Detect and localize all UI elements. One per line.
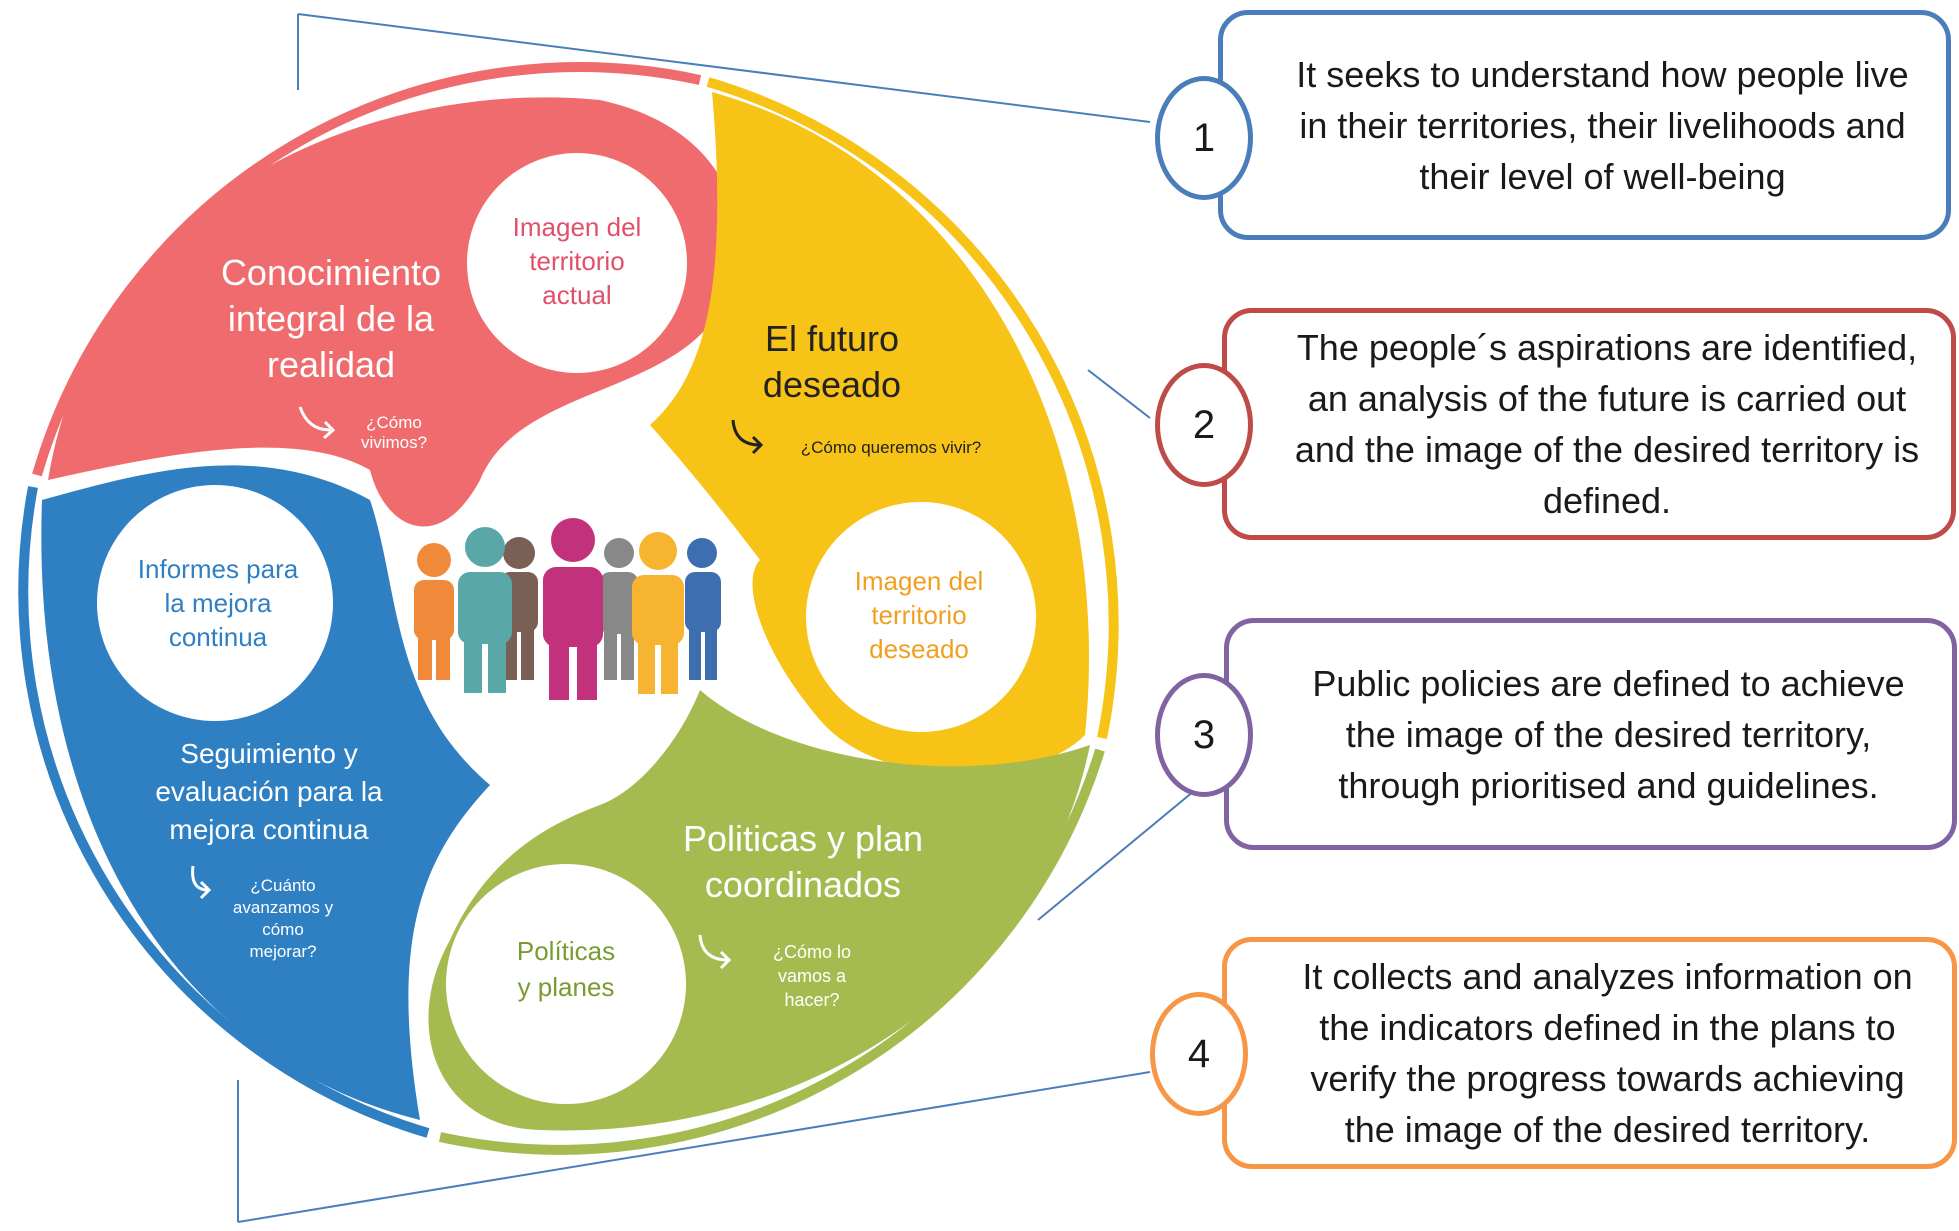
info-box-2-text: The people´s aspirations are identified,… bbox=[1294, 327, 1920, 521]
ring-arc-yellow bbox=[706, 77, 1119, 740]
connector-line-3 bbox=[1037, 785, 1201, 921]
arrow-red-icon bbox=[298, 406, 331, 432]
info-box-3-text: Public policies are defined to achieve t… bbox=[1312, 662, 1905, 806]
info-box-4-text: It collects and analyzes information on … bbox=[1302, 956, 1913, 1150]
info-box-2: The people´s aspirations are identified,… bbox=[1222, 308, 1956, 540]
bubble-green bbox=[446, 864, 686, 1104]
step-number-2: 2 bbox=[1155, 363, 1253, 487]
connector-line-2 bbox=[1087, 369, 1151, 419]
arrow-blue-icon bbox=[191, 865, 209, 892]
bubble-blue bbox=[97, 485, 333, 721]
ring-arc-blue bbox=[18, 486, 430, 1138]
bubble-yellow bbox=[806, 502, 1036, 732]
info-box-3: Public policies are defined to achieve t… bbox=[1224, 618, 1957, 850]
question-yellow: ¿Cómo queremos vivir? bbox=[801, 438, 981, 457]
ring-arc-green bbox=[438, 748, 1105, 1155]
connector-lines bbox=[237, 13, 1201, 1223]
step-number-3: 3 bbox=[1155, 673, 1253, 797]
arrow-green-icon bbox=[698, 934, 729, 962]
step-number-4: 4 bbox=[1150, 992, 1248, 1116]
connector-line-1 bbox=[297, 13, 1151, 123]
info-box-1-text: It seeks to understand how people live i… bbox=[1296, 53, 1909, 197]
step-number-1: 1 bbox=[1155, 76, 1253, 200]
bubble-red bbox=[467, 153, 687, 373]
connector-line-4 bbox=[237, 1071, 1151, 1223]
people-group-icon bbox=[414, 518, 721, 700]
info-box-1: It seeks to understand how people live i… bbox=[1218, 10, 1951, 240]
arrow-yellow-icon bbox=[731, 419, 761, 447]
question-arrows bbox=[191, 406, 732, 970]
info-box-4: It collects and analyzes information on … bbox=[1222, 937, 1957, 1169]
